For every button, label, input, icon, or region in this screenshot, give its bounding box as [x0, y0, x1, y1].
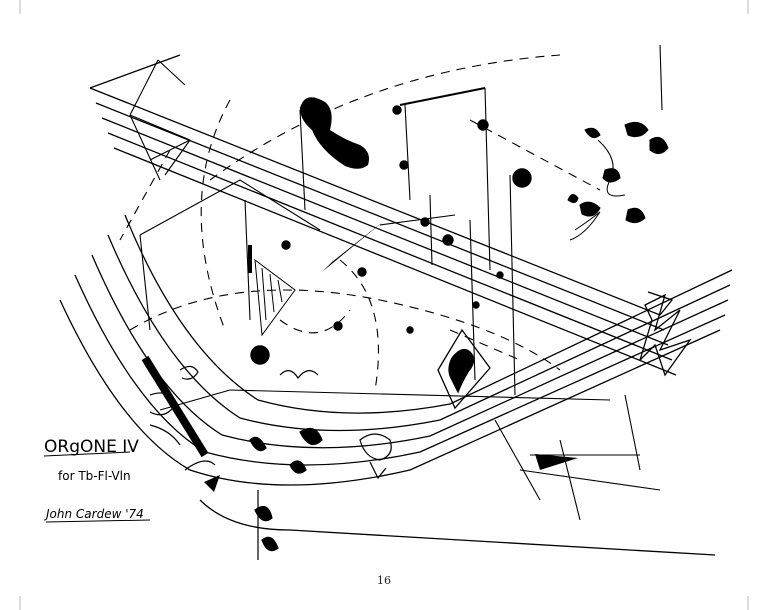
- spiky-cluster: [639, 291, 692, 377]
- black-blob-note: [300, 97, 369, 169]
- creature-figures: [149, 365, 392, 560]
- title-block: ORgONE IV for Tb-Fl-Vln John Cardew '74: [43, 437, 151, 523]
- dashed-arcs: [119, 54, 601, 391]
- title-underline: [43, 451, 131, 457]
- hatched-triangle: [254, 258, 296, 337]
- page-number: 16: [377, 574, 391, 587]
- lower-curved-staff: [59, 214, 733, 556]
- score-title: ORgONE IV: [44, 437, 139, 457]
- score-instrumentation: for Tb-Fl-Vln: [58, 469, 131, 483]
- upper-diagonal-staff: [89, 54, 677, 376]
- botanical-cluster: [567, 121, 669, 241]
- crop-marks: [19, 0, 749, 610]
- diamond-figure: [437, 328, 491, 410]
- signature-underline: [45, 519, 151, 523]
- beamed-notes: [250, 87, 532, 365]
- construction-lines: [129, 44, 663, 521]
- thick-diagonal-bar: [141, 355, 209, 458]
- score-signature: John Cardew '74: [44, 507, 144, 521]
- wedge-shapes: [204, 220, 578, 492]
